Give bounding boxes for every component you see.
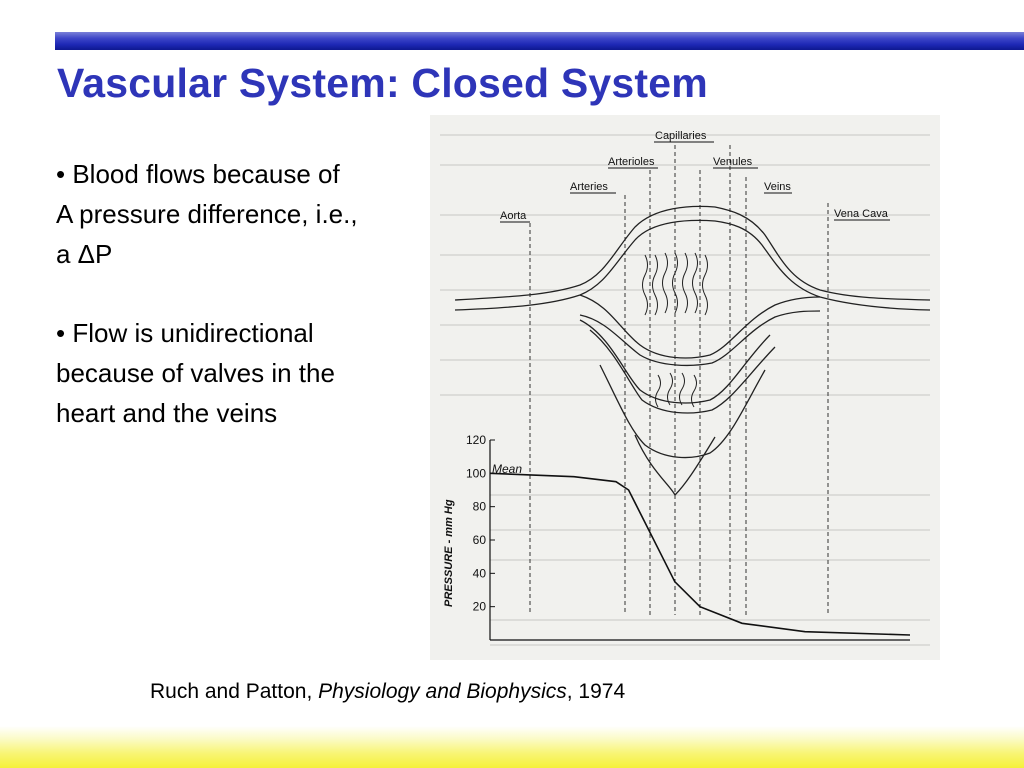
diagram-labels: Capillaries Arterioles Venules Arteries … — [500, 130, 889, 222]
figure-caption: Ruch and Patton, Physiology and Biophysi… — [150, 680, 625, 704]
vena-cava-label: Vena Cava — [834, 208, 889, 220]
bullet-line: because of valves in the — [56, 358, 335, 388]
bullet-item: • Blood flows because of A pressure diff… — [56, 154, 436, 274]
arterioles-label: Arterioles — [608, 156, 655, 168]
bullet-line: heart and the veins — [56, 398, 278, 428]
bullet-line: a ΔP — [56, 239, 113, 269]
veins-label: Veins — [764, 181, 791, 193]
arteries-label: Arteries — [570, 181, 608, 193]
y-tick-label: 60 — [473, 533, 487, 547]
y-ticks: 20 40 60 80 100 120 — [466, 433, 495, 614]
faint-page-texture — [440, 134, 930, 646]
bullet-line: • Blood flows because of — [56, 159, 340, 189]
caption-authors: Ruch and Patton, — [150, 680, 319, 703]
y-tick-label: 40 — [473, 566, 487, 580]
series-name-label: Mean — [492, 462, 522, 476]
capillaries-label: Capillaries — [655, 130, 707, 142]
mean-pressure-line — [489, 472, 911, 636]
y-axis-label: PRESSURE - mm Hg — [443, 499, 455, 607]
vascular-figure: Capillaries Arterioles Venules Arteries … — [430, 115, 940, 660]
bullet-item: • Flow is unidirectional because of valv… — [56, 313, 436, 433]
vascular-diagram-svg: Capillaries Arterioles Venules Arteries … — [440, 130, 931, 646]
slide-title: Vascular System: Closed System — [57, 60, 708, 106]
vessel-network — [454, 205, 931, 497]
y-tick-label: 120 — [466, 433, 486, 447]
y-tick-label: 20 — [473, 600, 487, 614]
aorta-label: Aorta — [500, 210, 527, 222]
bullet-line: • Flow is unidirectional — [56, 318, 314, 348]
venules-label: Venules — [713, 156, 753, 168]
label-underlines — [500, 141, 890, 223]
top-accent-bar — [55, 32, 1024, 50]
y-tick-label: 80 — [473, 500, 487, 514]
caption-year: , 1974 — [566, 680, 626, 703]
pressure-chart: 20 40 60 80 100 120 PRESSURE - mm Hg Mean — [443, 433, 911, 641]
capillary-bed — [642, 252, 708, 408]
bullet-list: • Blood flows because of A pressure diff… — [56, 154, 436, 472]
y-tick-label: 100 — [466, 466, 486, 480]
caption-book-title: Physiology and Biophysics — [318, 680, 567, 703]
bottom-accent-band — [0, 726, 1024, 768]
bullet-line: A pressure difference, i.e., — [56, 199, 358, 229]
